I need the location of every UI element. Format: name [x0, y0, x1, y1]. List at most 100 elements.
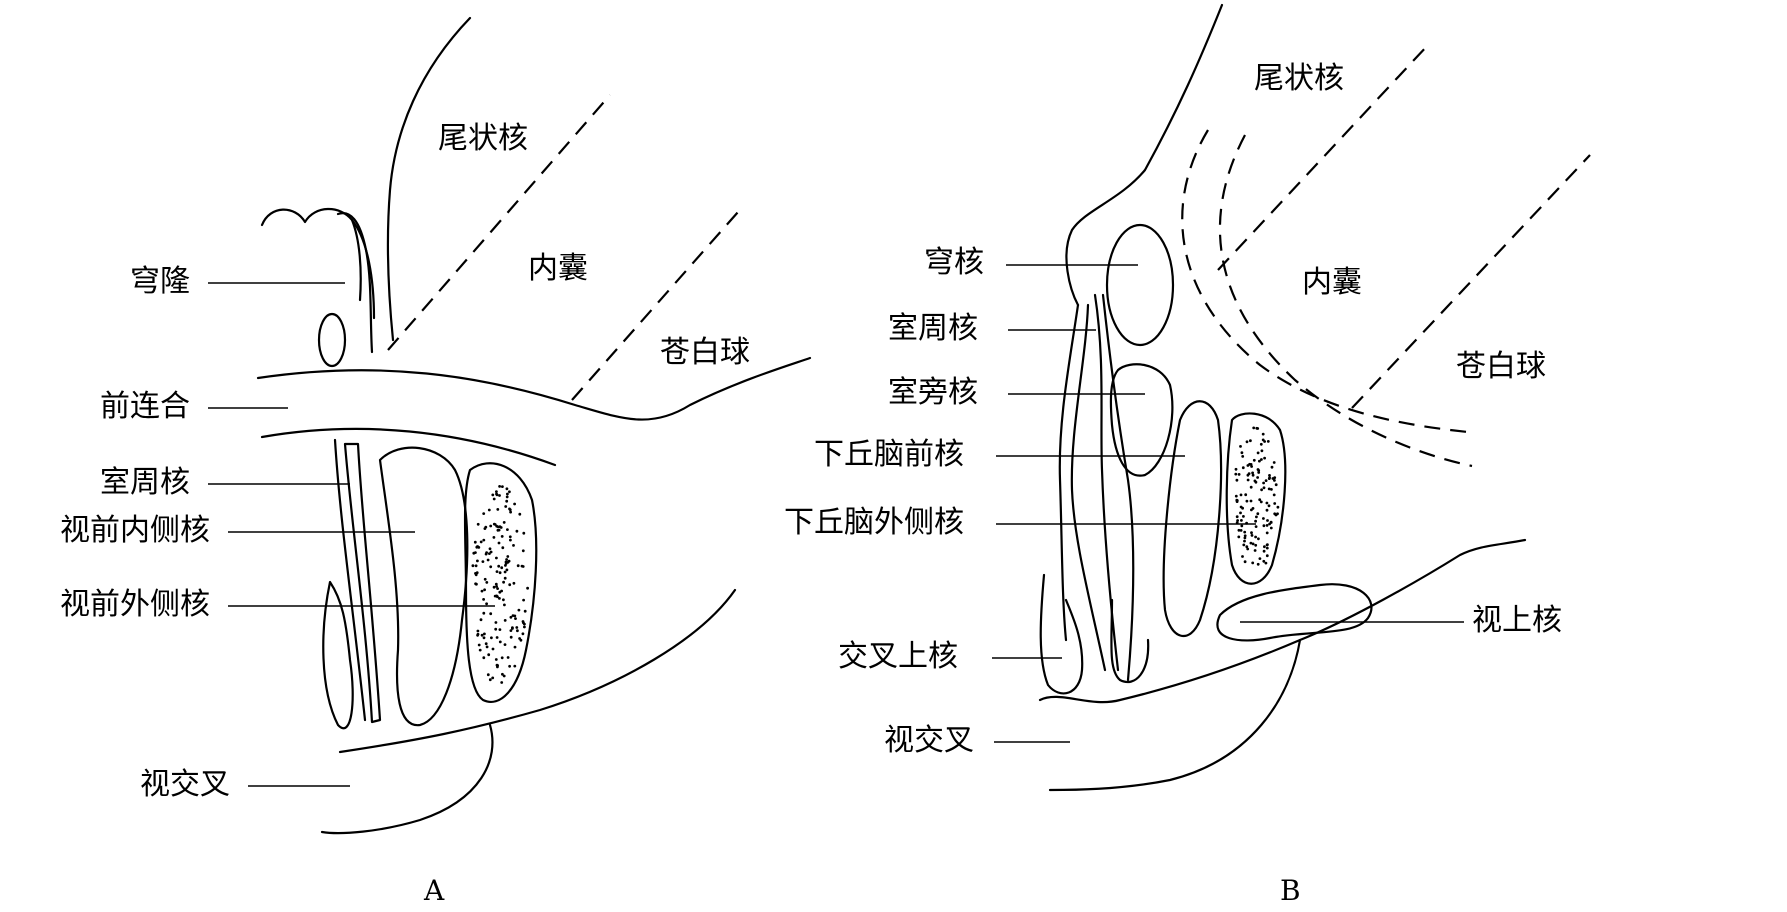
stipple-dot [1234, 472, 1238, 476]
stipple-dot [1266, 519, 1269, 522]
stipple-dot [1253, 549, 1257, 552]
stipple-dot [485, 551, 488, 554]
stipple-dot [1237, 473, 1241, 476]
stipple-dot [1273, 502, 1277, 505]
stipple-dot [1243, 539, 1246, 543]
stipple-dot [513, 645, 517, 649]
stipple-dot [1237, 528, 1241, 532]
stipple-dot [492, 536, 496, 539]
stipple-dot [493, 523, 497, 526]
stipple-dot [1262, 517, 1265, 520]
stipple-dot [501, 485, 504, 488]
stipple-dot [499, 526, 503, 529]
stipple-dot [490, 636, 493, 640]
stipple-dot [1252, 426, 1256, 430]
stipple-dot [1272, 461, 1276, 464]
stipple-dot [496, 508, 500, 511]
stipple-dot [1267, 504, 1271, 508]
stipple-dot [1241, 466, 1245, 470]
stipple-dot [476, 629, 480, 633]
b-anterior-hypothalamic-nucleus [1162, 400, 1223, 638]
stipple-dot [1263, 440, 1266, 443]
stipple-dot [500, 681, 504, 684]
stipple-dot [1248, 462, 1251, 466]
stipple-dot [506, 560, 510, 564]
stipple-dot [495, 492, 498, 496]
stipple-dot [521, 620, 525, 623]
stipple-dot [1261, 432, 1265, 436]
stipple-dot [474, 572, 477, 575]
stipple-dot [1262, 524, 1266, 528]
stipple-dot [478, 648, 482, 652]
stipple-dot [492, 497, 496, 501]
stipple-dot [1246, 478, 1250, 482]
stipple-dot [501, 546, 505, 550]
stipple-dot [1243, 530, 1247, 534]
b-label-suprachiasmatic: 交叉上核 [838, 639, 958, 674]
stipple-dot [1243, 534, 1247, 538]
stipple-dot [494, 582, 498, 586]
stipple-dot [516, 629, 519, 633]
stipple-dot [512, 544, 515, 547]
a-wall-line [333, 438, 367, 722]
stipple-dot [494, 627, 498, 631]
stipple-dot [1276, 505, 1280, 509]
stipple-dot [515, 626, 519, 629]
stipple-dot [508, 507, 511, 511]
a-lateral-preoptic-nucleus [463, 462, 538, 703]
stipple-dot [495, 594, 498, 598]
stipple-dot [502, 674, 506, 678]
b-periventricular-2 [1101, 293, 1135, 682]
stipple-dot [474, 551, 477, 554]
b-lateral-hypothalamic-stipple [1234, 426, 1280, 566]
stipple-dot [1256, 512, 1260, 516]
stipple-dot [474, 582, 477, 586]
stipple-dot [1235, 499, 1239, 502]
stipple-dot [512, 581, 516, 585]
b-dashed-arc-outer [1218, 134, 1473, 468]
a-commissure-bottom [260, 427, 557, 467]
stipple-dot [1273, 476, 1277, 479]
b-label-lateral-hypothalamic: 下丘脑外侧核 [784, 505, 964, 540]
stipple-dot [1245, 545, 1249, 549]
stipple-dot [482, 598, 485, 601]
stipple-dot [1259, 500, 1263, 504]
stipple-dot [1254, 535, 1257, 539]
stipple-dot [1243, 560, 1247, 564]
b-lateral-hypothalamic-nucleus [1225, 412, 1287, 585]
stipple-dot [1249, 485, 1253, 489]
stipple-dot [1264, 479, 1268, 482]
stipple-dot [502, 598, 505, 602]
stipple-dot [480, 589, 484, 593]
stipple-dot [516, 564, 520, 568]
stipple-dot [1265, 501, 1269, 505]
stipple-dot [483, 632, 486, 636]
stipple-dot [488, 678, 492, 682]
a-label-anterior-commissure: 前连合 [100, 389, 190, 424]
stipple-dot [479, 540, 483, 544]
b-label-paraventricular: 室旁核 [888, 375, 978, 410]
b-supraoptic-nucleus [1216, 583, 1373, 642]
stipple-dot [1249, 499, 1253, 503]
stipple-dot [483, 588, 486, 592]
b-label-caudate: 尾状核 [1254, 61, 1344, 96]
stipple-dot [1239, 493, 1243, 497]
stipple-dot [518, 512, 522, 516]
a-floor-line [338, 588, 737, 754]
b-lower-lobe-1 [1110, 598, 1150, 683]
stipple-dot [1263, 545, 1266, 549]
stipple-dot [482, 636, 486, 640]
stipple-dot [1241, 455, 1245, 458]
stipple-dot [496, 664, 499, 667]
stipple-dot [504, 505, 508, 508]
stipple-dot [513, 664, 517, 668]
a-label-internal-capsule: 内囊 [528, 251, 588, 286]
stipple-dot [1249, 541, 1253, 545]
stipple-dot [505, 558, 508, 561]
stipple-dot [492, 585, 496, 589]
stipple-dot [1258, 459, 1261, 463]
stipple-dot [482, 656, 486, 660]
stipple-dot [505, 499, 509, 503]
panel-a-labels: 尾状核 内囊 苍白球 穹隆 前连合 室周核 视前内侧核 视前外侧核 视交叉 A [60, 121, 750, 907]
a-medial-preoptic-nucleus [378, 446, 469, 727]
